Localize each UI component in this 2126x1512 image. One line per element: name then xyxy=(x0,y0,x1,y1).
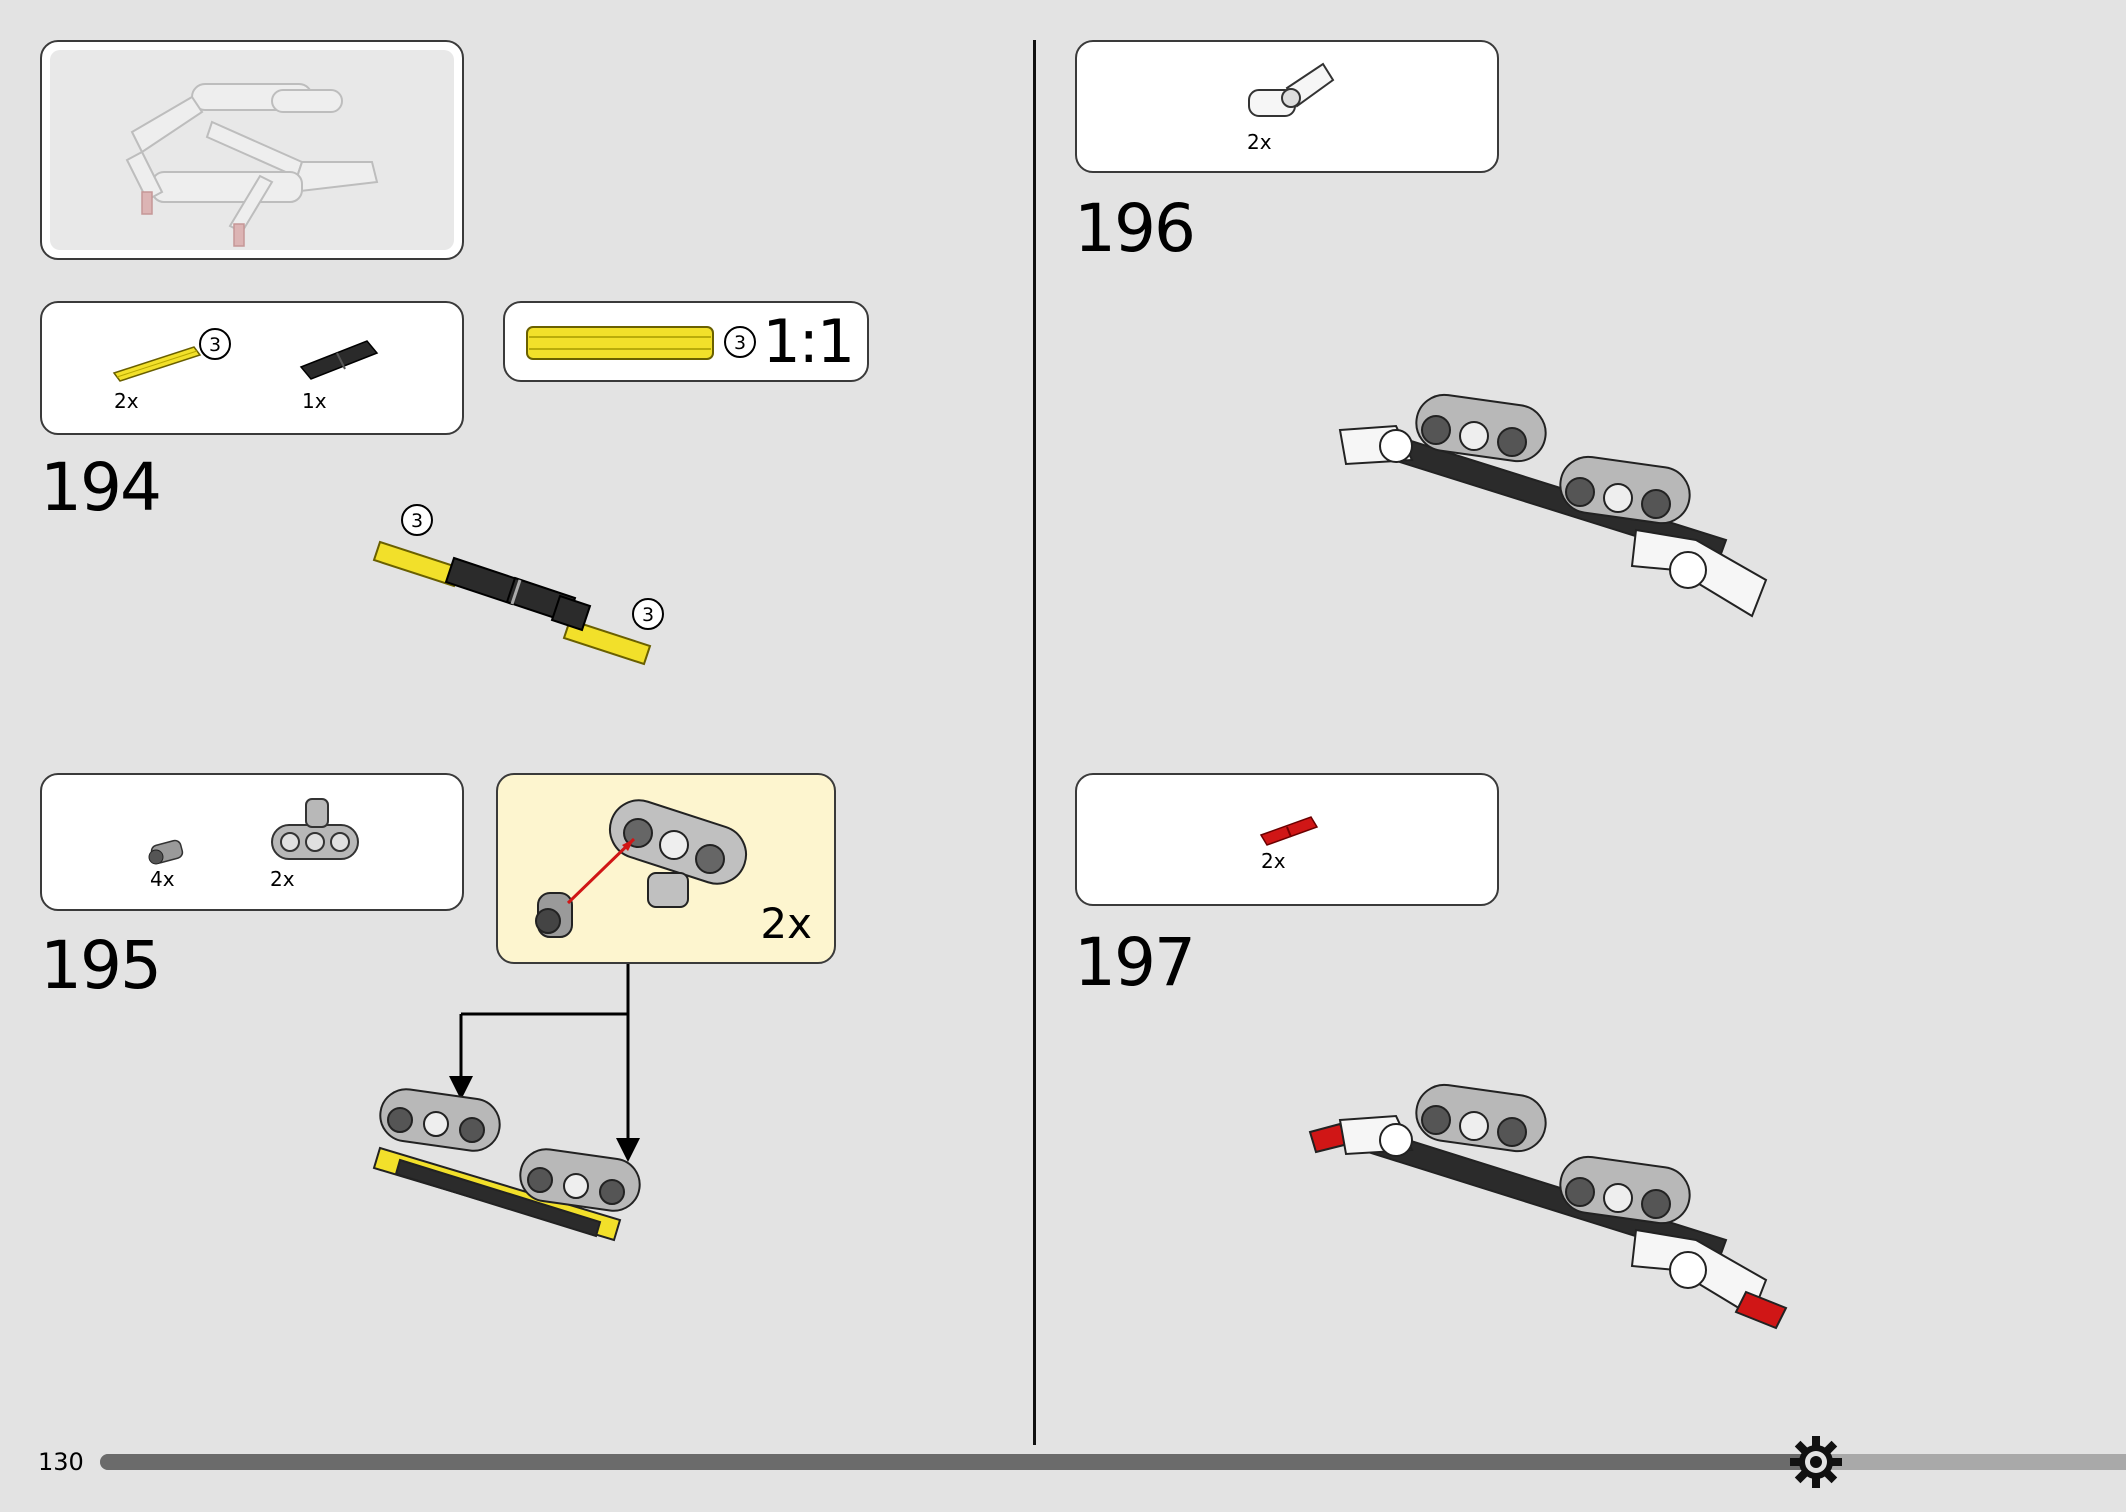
axle-length-1to1-image xyxy=(526,326,714,360)
step-number-194: 194 xyxy=(40,449,162,526)
part-qty-gray-bush: 4x xyxy=(150,867,175,891)
step-195-assembly-image xyxy=(372,1088,641,1242)
red-pin-part-image xyxy=(1259,816,1319,846)
black-connector-part-image xyxy=(299,340,379,380)
length-callout-circle: 3 xyxy=(724,326,756,358)
subassembly-box: 2x xyxy=(496,773,836,964)
part-qty-gray-beam: 2x xyxy=(270,867,295,891)
step-194-parts-box: 3 2x 1x xyxy=(40,301,464,435)
preview-assembly-image xyxy=(125,83,379,247)
arrow-head-left xyxy=(449,1076,473,1100)
progress-fill xyxy=(100,1454,1823,1470)
page-number: 130 xyxy=(38,1448,84,1476)
svg-text:3: 3 xyxy=(209,334,221,356)
step-197-assembly-image xyxy=(1308,1083,1788,1330)
subassembly-image xyxy=(535,799,747,938)
part-qty-black-connector: 1x xyxy=(302,389,327,413)
step-196-assembly-image xyxy=(1338,393,1768,618)
placement-arrows xyxy=(449,964,640,1162)
step-194-assembly-image: 3 3 xyxy=(372,504,664,666)
callout-194-b: 3 xyxy=(642,604,654,626)
part-qty-white-connector: 2x xyxy=(1247,130,1272,154)
step-number-197: 197 xyxy=(1074,924,1196,1001)
subassembly-qty: 2x xyxy=(760,899,812,948)
svg-text:3: 3 xyxy=(734,332,746,354)
step-196-parts-box: 2x xyxy=(1075,40,1499,173)
step-number-195: 195 xyxy=(40,927,162,1004)
part-qty-yellow-axle: 2x xyxy=(114,389,139,413)
gray-bush-part-image xyxy=(148,839,184,865)
step-number-196: 196 xyxy=(1074,190,1196,267)
part-qty-red-pin: 2x xyxy=(1261,849,1286,873)
gray-beam-part-image xyxy=(271,798,359,860)
scale-label: 1:1 xyxy=(762,307,855,377)
progress-track xyxy=(100,1454,2126,1470)
gear-icon xyxy=(1790,1436,1842,1488)
callout-194-a: 3 xyxy=(411,510,423,532)
step-195-parts-box: 4x 2x xyxy=(40,773,464,911)
white-angle-connector-part-image xyxy=(1248,62,1335,117)
yellow-axle-part-image xyxy=(112,346,202,382)
preview-box xyxy=(40,40,464,260)
callout-circle-194-part: 3 xyxy=(199,328,231,360)
scale-box: 3 1:1 xyxy=(503,301,869,382)
arrow-head-right xyxy=(616,1138,640,1162)
page-divider xyxy=(1033,40,1036,1445)
step-197-parts-box: 2x xyxy=(1075,773,1499,906)
